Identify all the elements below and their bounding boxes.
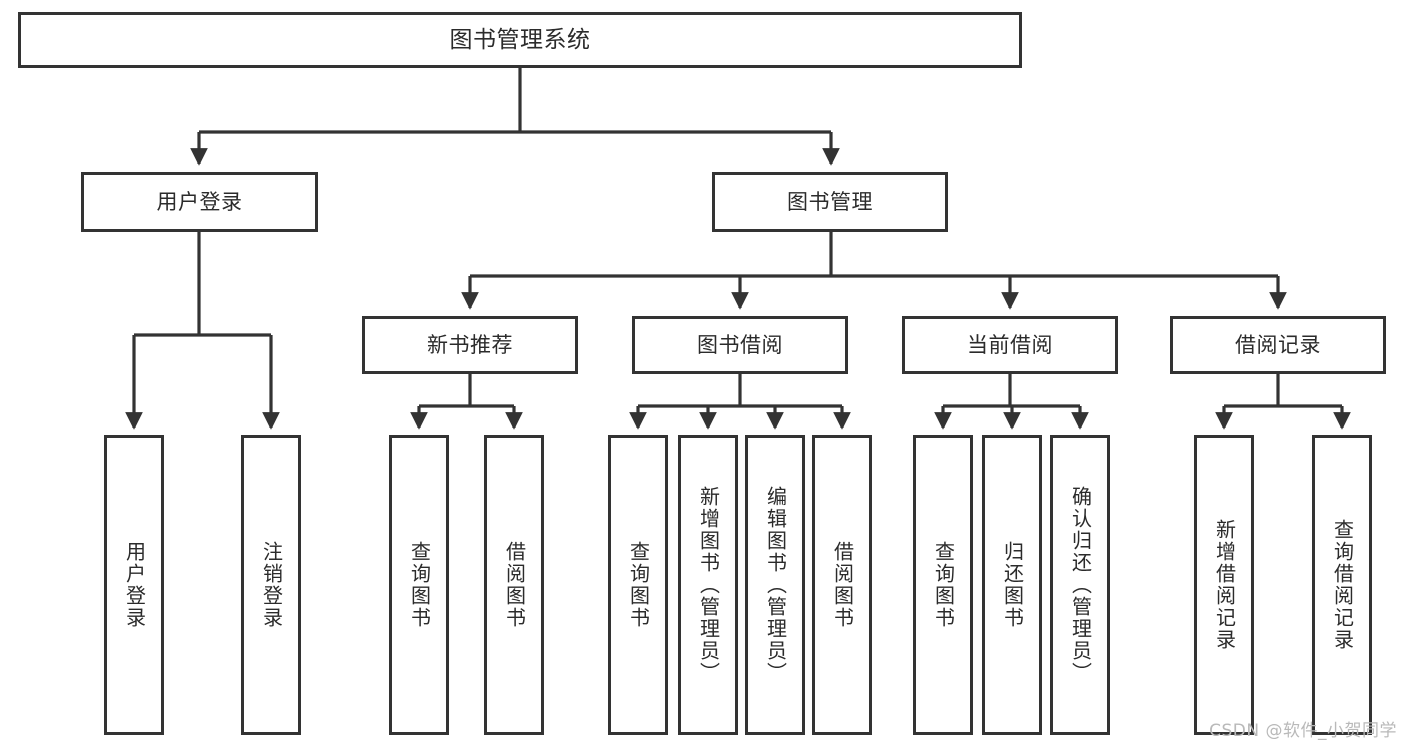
node-label: 注销登录 [259, 541, 284, 629]
leaf-new-book-borrow-book[interactable]: 借阅图书 [484, 435, 544, 735]
leaf-book-borrow-edit-book-admin[interactable]: 编辑图书（管理员） [745, 435, 805, 735]
leaf-user-login-logout[interactable]: 注销登录 [241, 435, 301, 735]
leaf-current-borrow-return-book[interactable]: 归还图书 [982, 435, 1042, 735]
node-book-borrowing[interactable]: 图书借阅 [632, 316, 848, 374]
node-label: 用户登录 [156, 189, 243, 214]
node-book-management[interactable]: 图书管理 [712, 172, 948, 232]
node-label: 图书管理 [787, 189, 873, 214]
node-borrowing-record[interactable]: 借阅记录 [1170, 316, 1386, 374]
leaf-book-borrow-query-book[interactable]: 查询图书 [608, 435, 668, 735]
node-current-borrowing[interactable]: 当前借阅 [902, 316, 1118, 374]
node-label: 查询图书 [626, 541, 651, 629]
node-user-login[interactable]: 用户登录 [81, 172, 318, 232]
node-label: 查询图书 [407, 541, 432, 629]
leaf-new-book-query-book[interactable]: 查询图书 [389, 435, 449, 735]
node-label: 新书推荐 [427, 332, 513, 357]
leaf-borrow-record-add-record[interactable]: 新增借阅记录 [1194, 435, 1254, 735]
node-label: 新增借阅记录 [1212, 519, 1237, 651]
node-label: 归还图书 [1000, 541, 1025, 629]
leaf-current-borrow-query-book[interactable]: 查询图书 [913, 435, 973, 735]
node-root-book-management-system[interactable]: 图书管理系统 [18, 12, 1022, 68]
node-label: 确认归还（管理员） [1068, 486, 1093, 684]
node-label: 查询借阅记录 [1330, 519, 1355, 651]
leaf-borrow-record-query-record[interactable]: 查询借阅记录 [1312, 435, 1372, 735]
node-label: 借阅记录 [1235, 332, 1321, 357]
node-label: 图书借阅 [697, 332, 783, 357]
node-label: 用户登录 [122, 541, 147, 629]
node-label: 图书管理系统 [449, 26, 591, 53]
leaf-current-borrow-confirm-return-admin[interactable]: 确认归还（管理员） [1050, 435, 1110, 735]
node-label: 借阅图书 [830, 541, 855, 629]
node-label: 当前借阅 [967, 332, 1053, 357]
node-new-book-recommendation[interactable]: 新书推荐 [362, 316, 578, 374]
node-label: 查询图书 [931, 541, 956, 629]
leaf-book-borrow-borrow-book[interactable]: 借阅图书 [812, 435, 872, 735]
node-label: 新增图书（管理员） [696, 486, 721, 684]
node-label: 借阅图书 [502, 541, 527, 629]
leaf-book-borrow-add-book-admin[interactable]: 新增图书（管理员） [678, 435, 738, 735]
leaf-user-login-login[interactable]: 用户登录 [104, 435, 164, 735]
node-label: 编辑图书（管理员） [763, 486, 788, 684]
